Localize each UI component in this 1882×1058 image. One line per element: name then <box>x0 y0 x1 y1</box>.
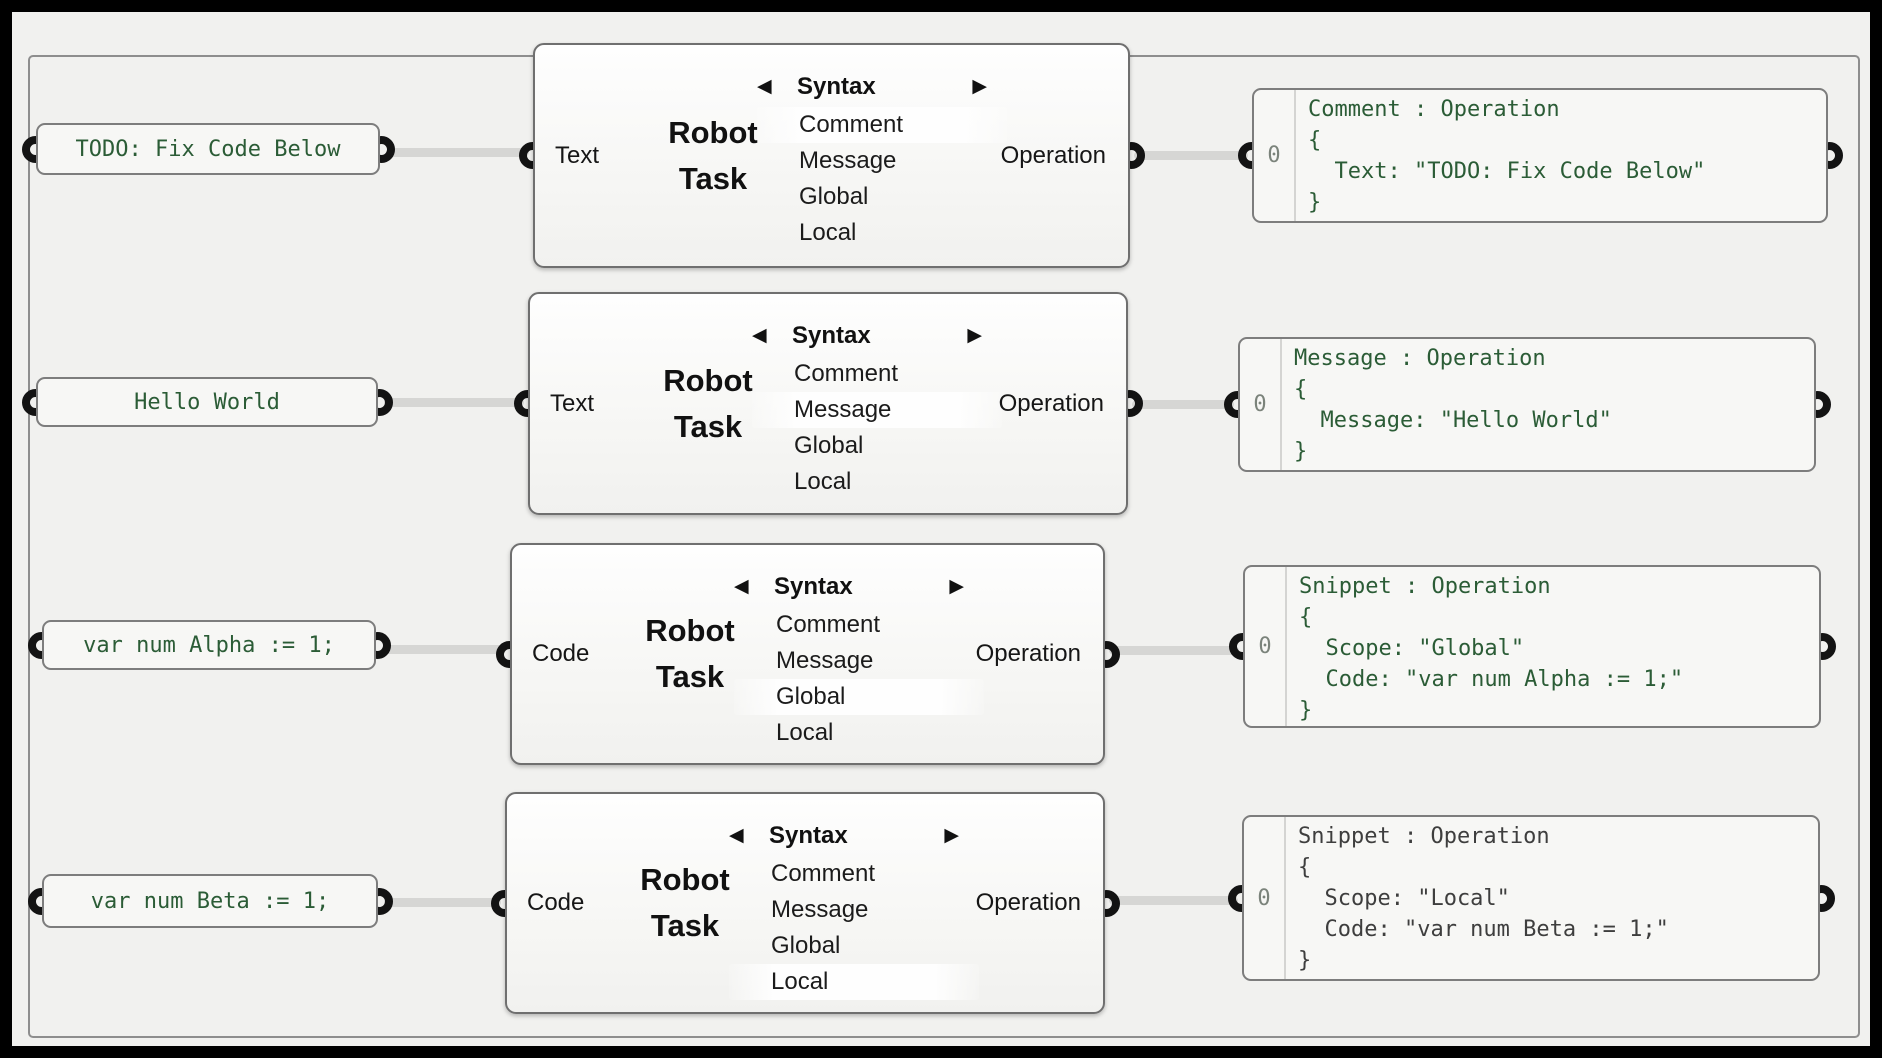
component-input-label: Code <box>532 640 590 667</box>
syntax-option-comment[interactable]: Comment <box>771 860 876 887</box>
syntax-option-comment[interactable]: Comment <box>757 107 1007 143</box>
input-panel[interactable]: var num Beta := 1; <box>42 874 378 928</box>
input-panel-text: var num Alpha := 1; <box>83 632 335 658</box>
syntax-title: Syntax <box>769 822 848 849</box>
syntax-next-arrow-icon[interactable]: ▶ <box>972 76 987 97</box>
wire[interactable] <box>1134 151 1248 160</box>
component-title: Robot Task <box>645 613 735 694</box>
syntax-selector: ◀ Syntax ▶ Comment Message Global Local <box>752 318 1002 500</box>
component-input-label: Text <box>550 389 595 417</box>
output-code: Snippet : Operation { Scope: "Local" Cod… <box>1298 824 1669 973</box>
component-output-label: Operation <box>975 889 1081 916</box>
output-code: Comment : Operation { Text: "TODO: Fix C… <box>1308 97 1706 215</box>
wire[interactable] <box>1132 399 1234 409</box>
syntax-title: Syntax <box>774 573 853 600</box>
syntax-option-local[interactable]: Local <box>799 219 857 246</box>
wire[interactable] <box>1109 896 1238 905</box>
syntax-title: Syntax <box>797 73 876 100</box>
robot-task-component[interactable]: Code Robot Task ◀ Syntax ▶ Comment Messa… <box>505 792 1105 1014</box>
output-panel[interactable]: 0 Snippet : Operation { Scope: "Global" … <box>1243 565 1821 728</box>
syntax-title: Syntax <box>792 322 871 349</box>
input-panel-text: Hello World <box>134 389 280 415</box>
syntax-selector: ◀ Syntax ▶ Comment Message Global Local <box>757 69 1007 251</box>
syntax-next-arrow-icon[interactable]: ▶ <box>967 325 982 346</box>
syntax-option-global[interactable]: Global <box>734 679 984 715</box>
syntax-option-local[interactable]: Local <box>776 719 834 746</box>
syntax-option-comment[interactable]: Comment <box>794 360 899 387</box>
syntax-option-global[interactable]: Global <box>794 432 864 459</box>
syntax-option-comment[interactable]: Comment <box>776 611 881 638</box>
syntax-option-global[interactable]: Global <box>799 183 869 210</box>
robot-task-component[interactable]: Code Robot Task ◀ Syntax ▶ Comment Messa… <box>510 543 1105 765</box>
component-input-label: Code <box>527 889 585 916</box>
wire[interactable] <box>384 398 524 408</box>
output-index: 0 <box>1240 339 1282 470</box>
syntax-selector: ◀ Syntax ▶ Comment Message Global Local <box>729 818 979 1000</box>
output-panel[interactable]: 0 Comment : Operation { Text: "TODO: Fix… <box>1252 88 1828 223</box>
syntax-prev-arrow-icon[interactable]: ◀ <box>729 825 744 846</box>
component-output-label: Operation <box>1000 141 1106 169</box>
syntax-option-message[interactable]: Message <box>776 647 874 674</box>
syntax-prev-arrow-icon[interactable]: ◀ <box>757 76 772 97</box>
syntax-option-local[interactable]: Local <box>729 964 979 1000</box>
syntax-next-arrow-icon[interactable]: ▶ <box>944 825 959 846</box>
syntax-option-message[interactable]: Message <box>771 896 869 923</box>
component-title: Robot Task <box>640 862 730 943</box>
syntax-prev-arrow-icon[interactable]: ◀ <box>752 325 767 346</box>
output-panel[interactable]: 0 Snippet : Operation { Scope: "Local" C… <box>1242 815 1820 981</box>
output-index: 0 <box>1254 90 1296 221</box>
syntax-option-message[interactable]: Message <box>752 392 1002 428</box>
robot-task-component[interactable]: Text Robot Task ◀ Syntax ▶ Comment Messa… <box>528 292 1128 515</box>
output-index: 0 <box>1245 567 1287 726</box>
input-panel[interactable]: TODO: Fix Code Below <box>36 123 380 175</box>
output-code: Snippet : Operation { Scope: "Global" Co… <box>1299 574 1684 723</box>
input-panel-text: TODO: Fix Code Below <box>75 136 341 162</box>
wire[interactable] <box>386 147 529 157</box>
syntax-option-global[interactable]: Global <box>771 932 841 959</box>
syntax-prev-arrow-icon[interactable]: ◀ <box>734 576 749 597</box>
component-output-label: Operation <box>998 389 1104 417</box>
syntax-option-local[interactable]: Local <box>794 468 852 495</box>
input-panel[interactable]: var num Alpha := 1; <box>42 620 376 670</box>
wire[interactable] <box>382 645 506 654</box>
output-code: Message : Operation { Message: "Hello Wo… <box>1294 346 1612 464</box>
input-panel-text: var num Beta := 1; <box>90 888 330 914</box>
syntax-option-message[interactable]: Message <box>799 147 897 174</box>
output-index: 0 <box>1244 817 1286 979</box>
component-title: Robot Task <box>668 114 758 196</box>
syntax-next-arrow-icon[interactable]: ▶ <box>949 576 964 597</box>
component-input-label: Text <box>555 141 600 169</box>
syntax-selector: ◀ Syntax ▶ Comment Message Global Local <box>734 569 984 751</box>
output-panel[interactable]: 0 Message : Operation { Message: "Hello … <box>1238 337 1816 472</box>
component-output-label: Operation <box>975 640 1081 667</box>
wire[interactable] <box>384 897 501 907</box>
robot-task-component[interactable]: Text Robot Task ◀ Syntax ▶ Comment Messa… <box>533 43 1130 268</box>
component-title: Robot Task <box>663 362 753 444</box>
wire[interactable] <box>1109 645 1239 655</box>
input-panel[interactable]: Hello World <box>36 377 378 427</box>
